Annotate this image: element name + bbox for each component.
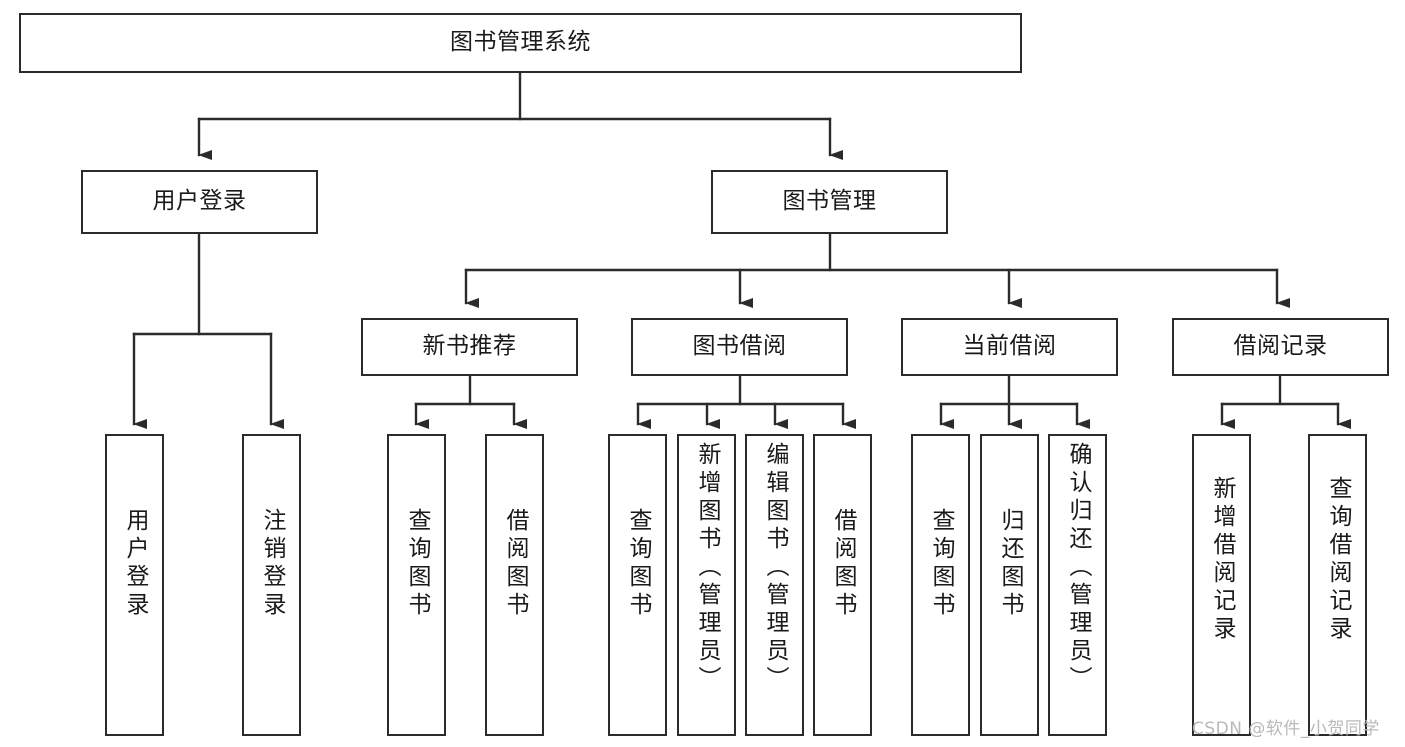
leaf-query-borrow-record-label: 查询借阅记录 <box>1325 476 1351 644</box>
leaf-return-book-label: 归还图书 <box>997 508 1023 620</box>
leaf-return-book[interactable]: 归还图书 <box>980 434 1039 736</box>
leaf-query-book-current[interactable]: 查询图书 <box>911 434 970 736</box>
node-book-management[interactable]: 图书管理 <box>711 170 948 234</box>
node-current-borrow[interactable]: 当前借阅 <box>901 318 1118 376</box>
leaf-edit-book-admin-label: 编辑图书（管理员） <box>762 442 788 694</box>
leaf-query-book-borrow[interactable]: 查询图书 <box>608 434 667 736</box>
node-new-book-recommend-label: 新书推荐 <box>422 333 517 360</box>
node-borrow-record[interactable]: 借阅记录 <box>1172 318 1389 376</box>
node-user-login[interactable]: 用户登录 <box>81 170 318 234</box>
leaf-borrow-book[interactable]: 借阅图书 <box>813 434 872 736</box>
node-book-borrow[interactable]: 图书借阅 <box>631 318 848 376</box>
node-user-login-label: 用户登录 <box>152 188 247 215</box>
leaf-borrow-book-newbook-label: 借阅图书 <box>502 508 528 620</box>
leaf-edit-book-admin[interactable]: 编辑图书（管理员） <box>745 434 804 736</box>
leaf-borrow-book-newbook[interactable]: 借阅图书 <box>485 434 544 736</box>
leaf-query-borrow-record[interactable]: 查询借阅记录 <box>1308 434 1367 736</box>
leaf-logout[interactable]: 注销登录 <box>242 434 301 736</box>
leaf-add-book-admin[interactable]: 新增图书（管理员） <box>677 434 736 736</box>
node-new-book-recommend[interactable]: 新书推荐 <box>361 318 578 376</box>
leaf-confirm-return-admin-label: 确认归还（管理员） <box>1065 442 1091 694</box>
leaf-query-book-newbook[interactable]: 查询图书 <box>387 434 446 736</box>
leaf-logout-label: 注销登录 <box>259 508 285 620</box>
leaf-add-borrow-record-label: 新增借阅记录 <box>1209 476 1235 644</box>
leaf-query-book-newbook-label: 查询图书 <box>404 508 430 620</box>
leaf-add-borrow-record[interactable]: 新增借阅记录 <box>1192 434 1251 736</box>
node-borrow-record-label: 借阅记录 <box>1233 333 1328 360</box>
leaf-user-login-label: 用户登录 <box>122 508 148 620</box>
leaf-query-book-current-label: 查询图书 <box>928 508 954 620</box>
node-current-borrow-label: 当前借阅 <box>962 333 1057 360</box>
node-book-management-label: 图书管理 <box>782 188 877 215</box>
leaf-borrow-book-label: 借阅图书 <box>830 508 856 620</box>
leaf-add-book-admin-label: 新增图书（管理员） <box>694 442 720 694</box>
leaf-confirm-return-admin[interactable]: 确认归还（管理员） <box>1048 434 1107 736</box>
node-root[interactable]: 图书管理系统 <box>19 13 1022 73</box>
leaf-query-book-borrow-label: 查询图书 <box>625 508 651 620</box>
node-root-label: 图书管理系统 <box>450 29 591 56</box>
node-book-borrow-label: 图书借阅 <box>692 333 787 360</box>
leaf-user-login[interactable]: 用户登录 <box>105 434 164 736</box>
